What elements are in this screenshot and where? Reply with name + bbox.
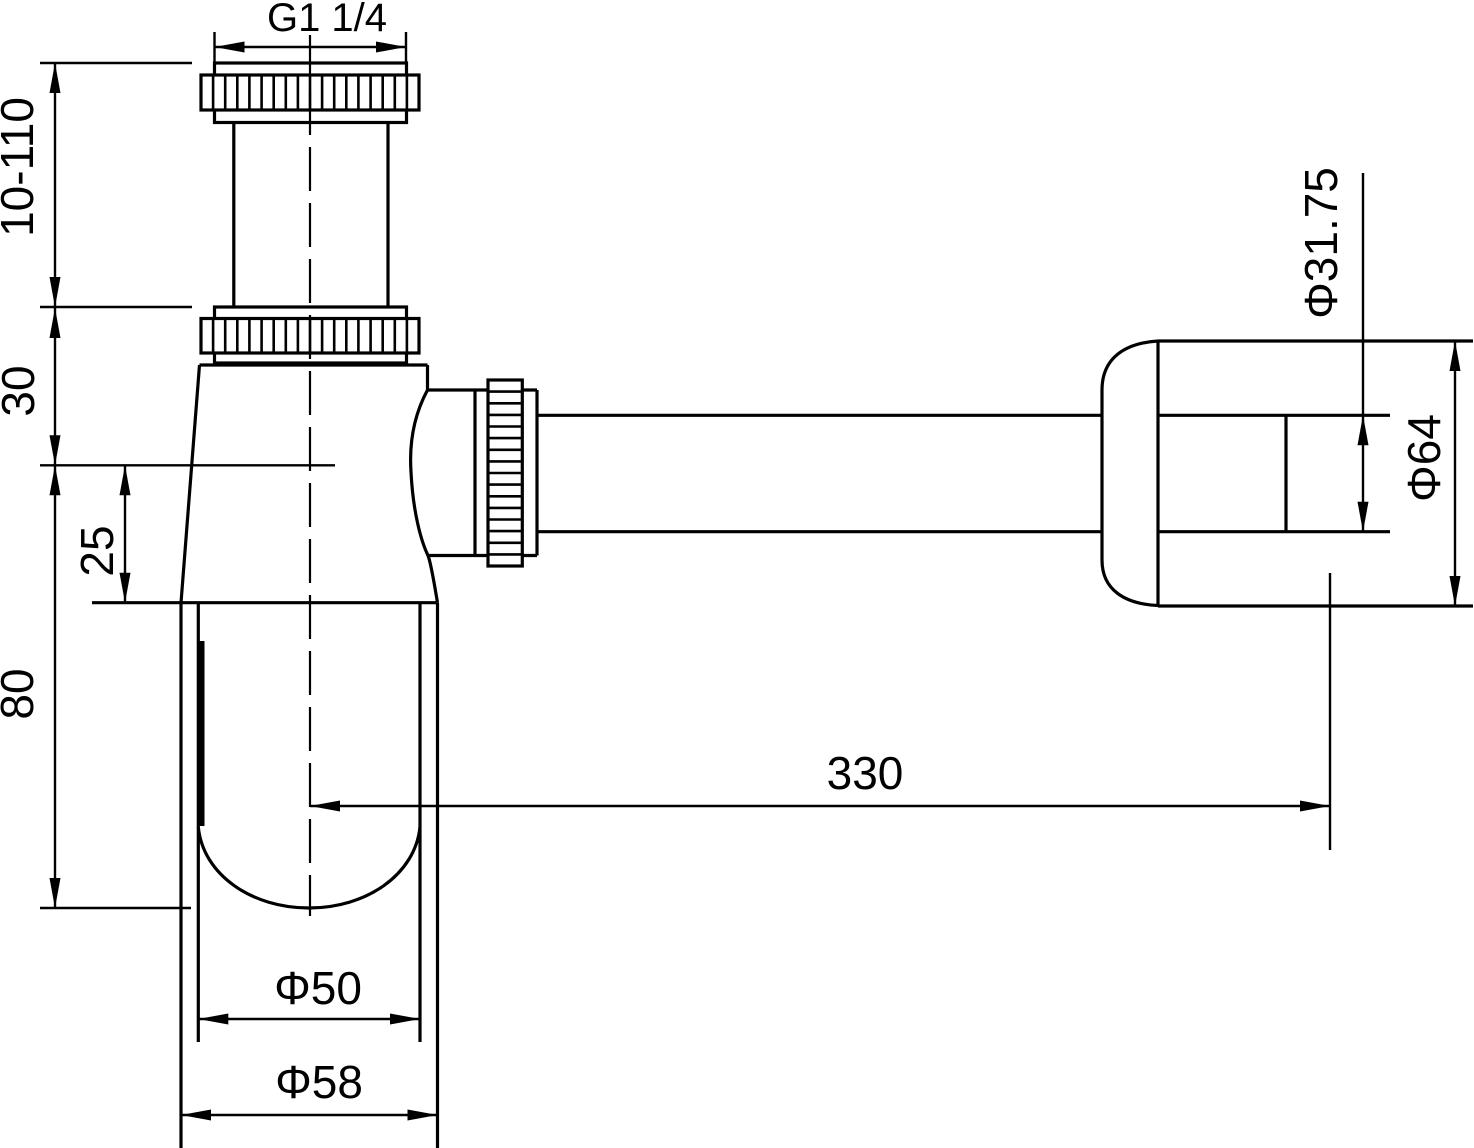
- tailpipe-walls: [232, 122, 390, 307]
- knurl-hatch: [211, 318, 409, 353]
- dim-wall-cup-diameter: Φ64: [1398, 341, 1461, 606]
- outlet-pipe: [537, 413, 1102, 534]
- dim-cup-outer-diameter: Φ58: [181, 1056, 438, 1121]
- dim-label-cup-outer-diameter: Φ58: [275, 1056, 363, 1108]
- arrowhead-left: [214, 41, 245, 53]
- extension-lines: [40, 61, 192, 309]
- pipe-walls: [537, 413, 1102, 534]
- arrowhead-bottom: [49, 435, 61, 466]
- arrowhead-top: [1357, 415, 1369, 446]
- arrowhead-top: [49, 308, 61, 338]
- arrowhead-bottom: [49, 277, 61, 307]
- arrowhead-bottom: [1357, 501, 1369, 532]
- arrowhead-left: [310, 800, 340, 812]
- knurl-hatch: [211, 75, 409, 110]
- dim-label-cup-inner-diameter: Φ50: [274, 962, 362, 1014]
- body-right-edge: [409, 365, 440, 603]
- dim-label-outlet-offset: 25: [71, 525, 123, 576]
- arrowhead-right: [1300, 800, 1330, 812]
- dim-thread: G1 1/4: [213, 0, 408, 63]
- dim-label-upper-section: 30: [0, 365, 44, 416]
- wall-cup-bore: [1158, 413, 1390, 534]
- dim-label-thread: G1 1/4: [267, 0, 387, 40]
- trap-body: [92, 363, 440, 605]
- dimensions: G1 1/4 10-110 30 25: [0, 0, 1461, 1121]
- dim-outlet-offset: 25: [71, 465, 131, 603]
- dim-upper-section: 30: [0, 308, 335, 467]
- arrowhead-top: [1449, 341, 1461, 371]
- body-left-edge: [179, 364, 202, 603]
- outlet-branch: [427, 378, 539, 568]
- arrowhead-right: [390, 1013, 420, 1025]
- dim-label-adjustable-height: 10-110: [0, 97, 43, 237]
- arrowhead-bottom: [119, 572, 131, 603]
- arrowhead-bottom: [1449, 576, 1461, 606]
- arrowhead-bottom: [49, 878, 61, 908]
- arrowhead-top: [119, 465, 131, 496]
- dim-cup-inner-diameter: Φ50: [198, 962, 420, 1025]
- arrowhead-top: [49, 465, 61, 496]
- wall-cup-bullet-end: [1100, 339, 1159, 608]
- arrowhead-right: [376, 41, 406, 53]
- dim-label-cup-depth: 80: [0, 668, 43, 719]
- dim-label-wall-cup-diameter: Φ64: [1398, 414, 1450, 502]
- dim-pipe-diameter: Φ31.75: [1295, 167, 1369, 532]
- tailpipe: [232, 122, 390, 307]
- dim-cup-depth: 80: [0, 465, 191, 910]
- dim-adjustable-height: 10-110: [0, 61, 192, 309]
- arrowhead-left: [181, 1109, 211, 1121]
- wall-cup: [1100, 339, 1473, 608]
- arrowhead-right: [407, 1109, 438, 1121]
- arrowhead-left: [198, 1013, 229, 1025]
- arrowhead-top: [49, 63, 61, 93]
- knurl-hatch: [488, 390, 523, 556]
- dim-label-pipe-diameter: Φ31.75: [1295, 167, 1347, 319]
- dim-reach: 330: [310, 573, 1332, 850]
- dim-label-reach: 330: [827, 747, 904, 799]
